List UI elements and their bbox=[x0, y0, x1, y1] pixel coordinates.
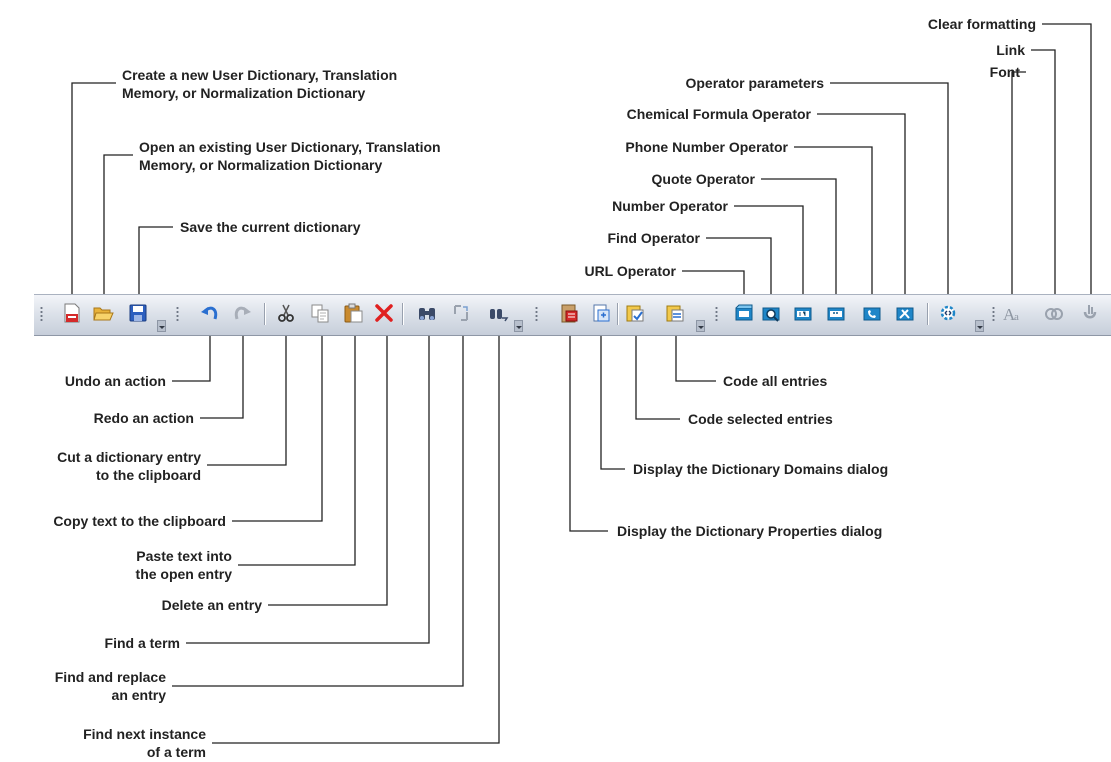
leader-code-all bbox=[675, 334, 716, 382]
leader-number-op bbox=[734, 205, 804, 300]
chemical-operator-icon[interactable] bbox=[894, 302, 916, 324]
label-create-new: Create a new User Dictionary, Translatio… bbox=[122, 67, 398, 101]
label-find-term: Find a term bbox=[104, 635, 180, 651]
leader-delete bbox=[268, 334, 388, 606]
quote-operator-icon[interactable] bbox=[825, 302, 847, 324]
label-font: Font bbox=[989, 64, 1020, 80]
red-x-delete-icon[interactable] bbox=[373, 302, 395, 324]
leader-undo bbox=[172, 334, 211, 382]
clipboard-paste-icon[interactable] bbox=[342, 302, 364, 324]
label-save-current: Save the current dictionary bbox=[180, 219, 361, 235]
code-all-icon[interactable] bbox=[664, 302, 686, 324]
toolbar-overflow-button[interactable] bbox=[975, 320, 984, 332]
leader-url-op bbox=[682, 270, 745, 300]
leader-quote-op bbox=[761, 178, 837, 300]
leader-redo bbox=[200, 334, 244, 419]
leader-save bbox=[138, 226, 173, 300]
toolbar-overflow-button[interactable] bbox=[696, 320, 705, 332]
label-number-operator: Number Operator bbox=[612, 198, 728, 214]
leader-open-existing bbox=[103, 154, 133, 300]
svg-text:a: a bbox=[1014, 311, 1019, 323]
toolbar-grip[interactable] bbox=[715, 306, 718, 322]
dictionary-properties-icon[interactable] bbox=[558, 302, 580, 324]
svg-text:A: A bbox=[1003, 305, 1016, 324]
leader-find-replace bbox=[172, 334, 464, 687]
redo-arrow-icon[interactable] bbox=[231, 302, 253, 324]
leader-clear bbox=[1042, 23, 1092, 300]
floppy-save-icon[interactable] bbox=[127, 302, 149, 324]
leader-phone-op bbox=[794, 146, 873, 300]
number-operator-icon[interactable] bbox=[792, 302, 814, 324]
leader-find-op bbox=[706, 237, 772, 300]
leader-domains bbox=[600, 334, 625, 470]
find-next-icon[interactable] bbox=[487, 302, 509, 324]
leader-code-selected bbox=[635, 334, 680, 420]
toolbar-grip[interactable] bbox=[176, 306, 179, 322]
toolbar-separator bbox=[402, 303, 403, 325]
label-link: Link bbox=[996, 42, 1025, 58]
leader-chemical-op bbox=[817, 113, 906, 300]
undo-arrow-icon[interactable] bbox=[199, 302, 221, 324]
toolbar-overflow-button[interactable] bbox=[157, 320, 166, 332]
new-dictionary-icon[interactable] bbox=[61, 302, 83, 324]
clear-formatting-icon[interactable] bbox=[1079, 302, 1101, 324]
link-icon[interactable] bbox=[1043, 302, 1065, 324]
label-open-existing: Open an existing User Dictionary, Transl… bbox=[139, 139, 441, 173]
operator-parameters-icon[interactable] bbox=[937, 302, 959, 324]
scissors-icon[interactable] bbox=[275, 302, 297, 324]
open-folder-icon[interactable] bbox=[92, 302, 114, 324]
find-operator-icon[interactable] bbox=[760, 302, 782, 324]
copy-icon[interactable] bbox=[309, 302, 331, 324]
leader-cut bbox=[207, 334, 287, 466]
code-selected-icon[interactable] bbox=[624, 302, 646, 324]
font-icon[interactable]: A a bbox=[1001, 302, 1023, 324]
toolbar-grip[interactable] bbox=[40, 306, 43, 322]
label-code-all: Code all entries bbox=[723, 373, 828, 389]
label-url-operator: URL Operator bbox=[584, 263, 676, 279]
url-operator-icon[interactable] bbox=[733, 302, 755, 324]
label-phone-operator: Phone Number Operator bbox=[625, 139, 788, 155]
dictionary-domains-icon[interactable] bbox=[590, 302, 612, 324]
label-redo: Redo an action bbox=[93, 410, 194, 426]
leader-find-next bbox=[212, 334, 500, 744]
label-clear-formatting: Clear formatting bbox=[927, 16, 1036, 32]
label-quote-operator: Quote Operator bbox=[651, 171, 755, 187]
label-properties-dialog: Display the Dictionary Properties dialog bbox=[617, 523, 883, 539]
toolbar-separator bbox=[617, 303, 618, 325]
toolbar-separator bbox=[264, 303, 265, 325]
leader-properties bbox=[569, 334, 608, 532]
toolbar-grip[interactable] bbox=[535, 306, 538, 322]
leader-link bbox=[1031, 49, 1056, 300]
label-find-operator: Find Operator bbox=[607, 230, 700, 246]
label-code-selected: Code selected entries bbox=[688, 411, 833, 427]
leader-font bbox=[1011, 71, 1026, 300]
label-copy: Copy text to the clipboard bbox=[53, 513, 226, 529]
label-operator-parameters: Operator parameters bbox=[685, 75, 824, 91]
toolbar-overflow-button[interactable] bbox=[514, 320, 523, 332]
find-replace-icon[interactable] bbox=[450, 302, 472, 324]
label-domains-dialog: Display the Dictionary Domains dialog bbox=[633, 461, 889, 477]
leader-copy bbox=[232, 334, 323, 522]
leader-create-new bbox=[71, 82, 116, 300]
leader-op-params bbox=[830, 82, 949, 300]
label-chemical-operator: Chemical Formula Operator bbox=[626, 106, 811, 122]
label-undo: Undo an action bbox=[64, 373, 166, 389]
toolbar-grip[interactable] bbox=[992, 306, 995, 322]
leader-find-term bbox=[186, 334, 430, 644]
label-delete: Delete an entry bbox=[161, 597, 262, 613]
leader-paste bbox=[238, 334, 356, 566]
toolbar-separator bbox=[927, 303, 928, 325]
binoculars-icon[interactable] bbox=[416, 302, 438, 324]
phone-operator-icon[interactable] bbox=[861, 302, 883, 324]
